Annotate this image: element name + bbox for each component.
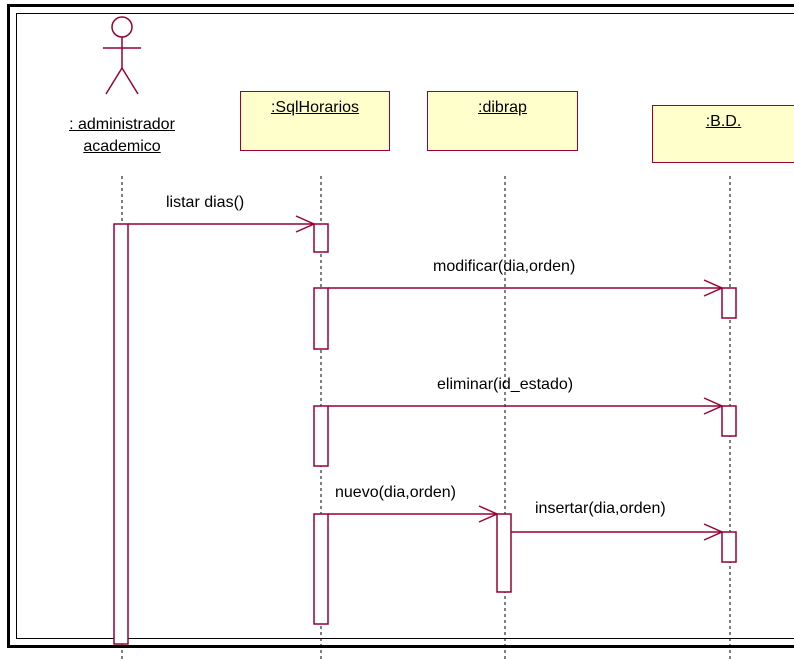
arrow-modificar xyxy=(328,279,724,297)
message-label-modificar: modificar(dia,orden) xyxy=(433,258,576,275)
arrow-listar xyxy=(128,215,316,233)
activation-sqlhorarios-2 xyxy=(313,287,329,350)
activation-bd-1 xyxy=(721,287,737,319)
activation-sqlhorarios-4 xyxy=(313,513,329,625)
object-box-dibrap: :dibrap xyxy=(427,91,578,151)
object-box-bd: :B.D. xyxy=(652,105,794,163)
activation-actor xyxy=(113,223,129,645)
object-label-bd: :B.D. xyxy=(705,113,742,130)
arrow-nuevo xyxy=(328,505,499,523)
message-label-insertar: insertar(dia,orden) xyxy=(535,500,666,517)
activation-sqlhorarios-3 xyxy=(313,405,329,467)
message-label-eliminar: eliminar(id_estado) xyxy=(437,376,574,393)
activation-bd-3 xyxy=(721,531,737,563)
outer-frame xyxy=(7,4,794,648)
actor-label: : administrador academico xyxy=(36,114,208,158)
arrow-insertar xyxy=(511,523,724,541)
object-box-sqlhorarios: :SqlHorarios xyxy=(240,91,390,151)
message-label-listar: listar dias() xyxy=(166,194,245,211)
activation-dibrap xyxy=(496,513,512,593)
actor-label-line1: : administrador xyxy=(69,116,175,133)
message-label-nuevo: nuevo(dia,orden) xyxy=(335,484,456,501)
actor-label-line2: academico xyxy=(83,138,161,155)
object-label-dibrap: :dibrap xyxy=(478,99,527,116)
object-label-sqlhorarios: :SqlHorarios xyxy=(270,99,360,116)
inner-frame xyxy=(16,13,794,639)
arrow-eliminar xyxy=(328,397,724,415)
activation-sqlhorarios-1 xyxy=(313,223,329,253)
activation-bd-2 xyxy=(721,405,737,437)
actor-icon xyxy=(103,16,141,95)
